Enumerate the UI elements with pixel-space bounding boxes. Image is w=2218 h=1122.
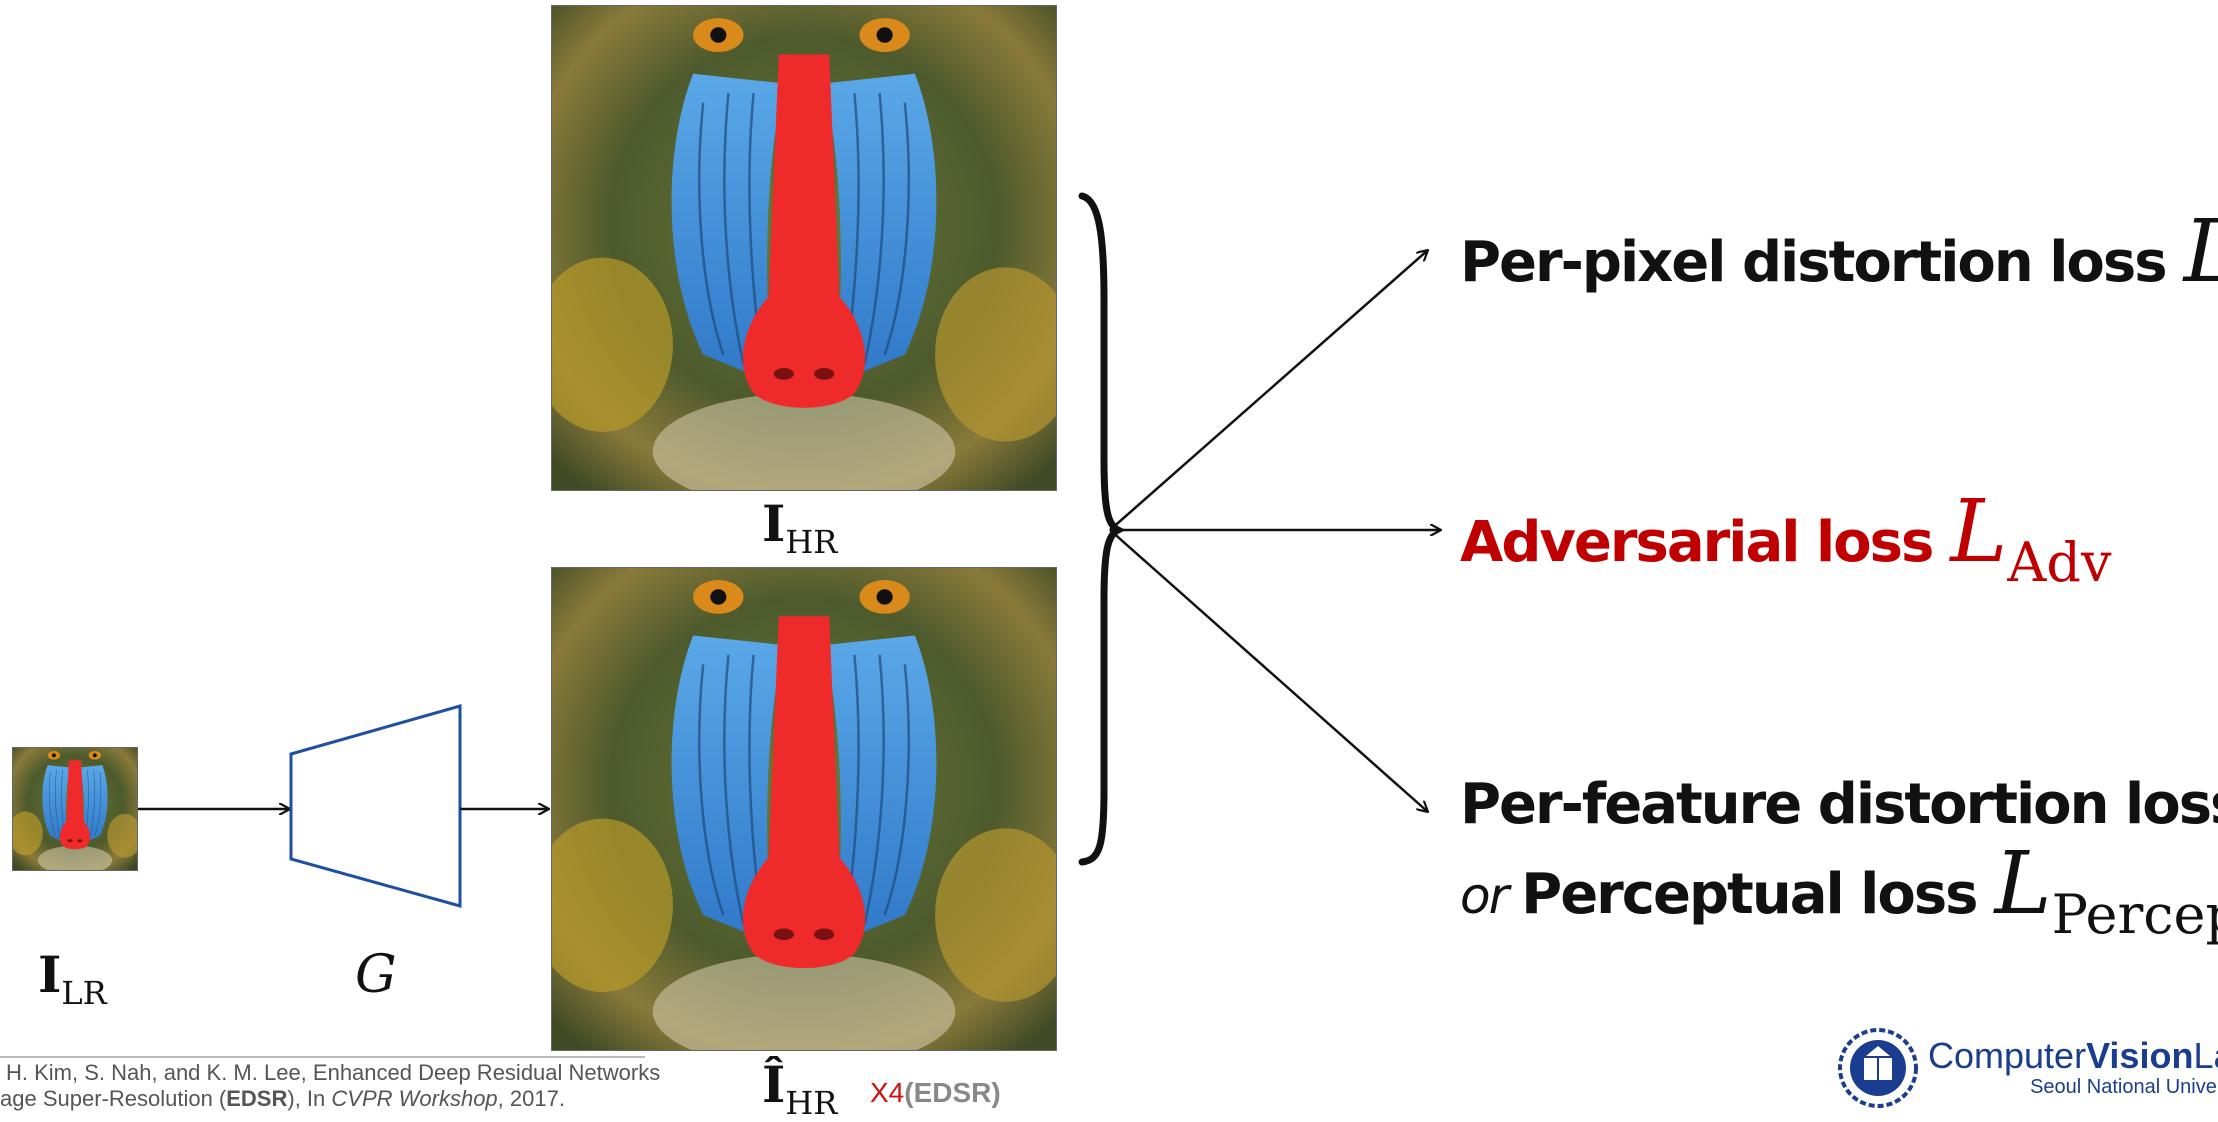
citation-line2-post: , 2017. [498, 1086, 565, 1111]
perceptual-loss-symbol-main: L [1995, 834, 2052, 934]
adversarial-loss: Adversarial loss LAdv [1460, 482, 2111, 582]
citation-bold: EDSR [226, 1086, 287, 1111]
perceptual-loss-symbol: LPercept [1995, 834, 2218, 934]
citation-line2-pre: age Super-Resolution ( [0, 1086, 226, 1111]
adversarial-loss-label: Adversarial loss [1460, 510, 1932, 575]
adversarial-loss-subscript: Adv [2007, 531, 2111, 594]
perceptual-loss-line1: Per-feature distortion loss [1460, 772, 2218, 838]
citation-line2-mid: ), In [287, 1086, 331, 1111]
perceptual-loss-subscript: Percept [2052, 883, 2218, 946]
citation-line2: age Super-Resolution (EDSR), In CVPR Wor… [0, 1086, 660, 1112]
pixel-loss: Per-pixel distortion loss Lp [1460, 202, 2218, 302]
perceptual-loss-line2: Perceptual loss [1521, 862, 1976, 927]
logo-brand-post: Lab [2193, 1035, 2218, 1076]
pixel-loss-label: Per-pixel distortion loss [1460, 230, 2166, 295]
generator-trapezoid [291, 706, 460, 906]
pixel-loss-symbol-main: L [2184, 202, 2218, 302]
perceptual-loss: Per-feature distortion loss or Perceptua… [1460, 772, 2218, 934]
citation: H. Kim, S. Nah, and K. M. Lee, Enhanced … [6, 1060, 660, 1112]
logo-brand-pre: Computer [1928, 1035, 2086, 1076]
citation-line1: H. Kim, S. Nah, and K. M. Lee, Enhanced … [6, 1060, 660, 1086]
perceptual-loss-or: or [1460, 867, 1507, 925]
citation-italic: CVPR Workshop [331, 1086, 497, 1111]
adversarial-loss-symbol: LAdv [1950, 482, 2111, 582]
pixel-loss-symbol: Lp [2184, 202, 2218, 302]
cv-lab-logo: ComputerVisionLab Seoul National Univers… [1836, 1028, 2218, 1108]
logo-brand-bold: Vision [2086, 1035, 2193, 1076]
logo-subtitle: Seoul National University [1928, 1075, 2218, 1099]
arrow-to-perceptual-loss [1110, 530, 1428, 812]
adversarial-loss-symbol-main: L [1950, 482, 2007, 582]
snu-emblem-icon [1836, 1028, 1920, 1108]
logo-brand: ComputerVisionLab [1928, 1037, 2218, 1075]
arrow-to-pixel-loss [1110, 250, 1428, 530]
